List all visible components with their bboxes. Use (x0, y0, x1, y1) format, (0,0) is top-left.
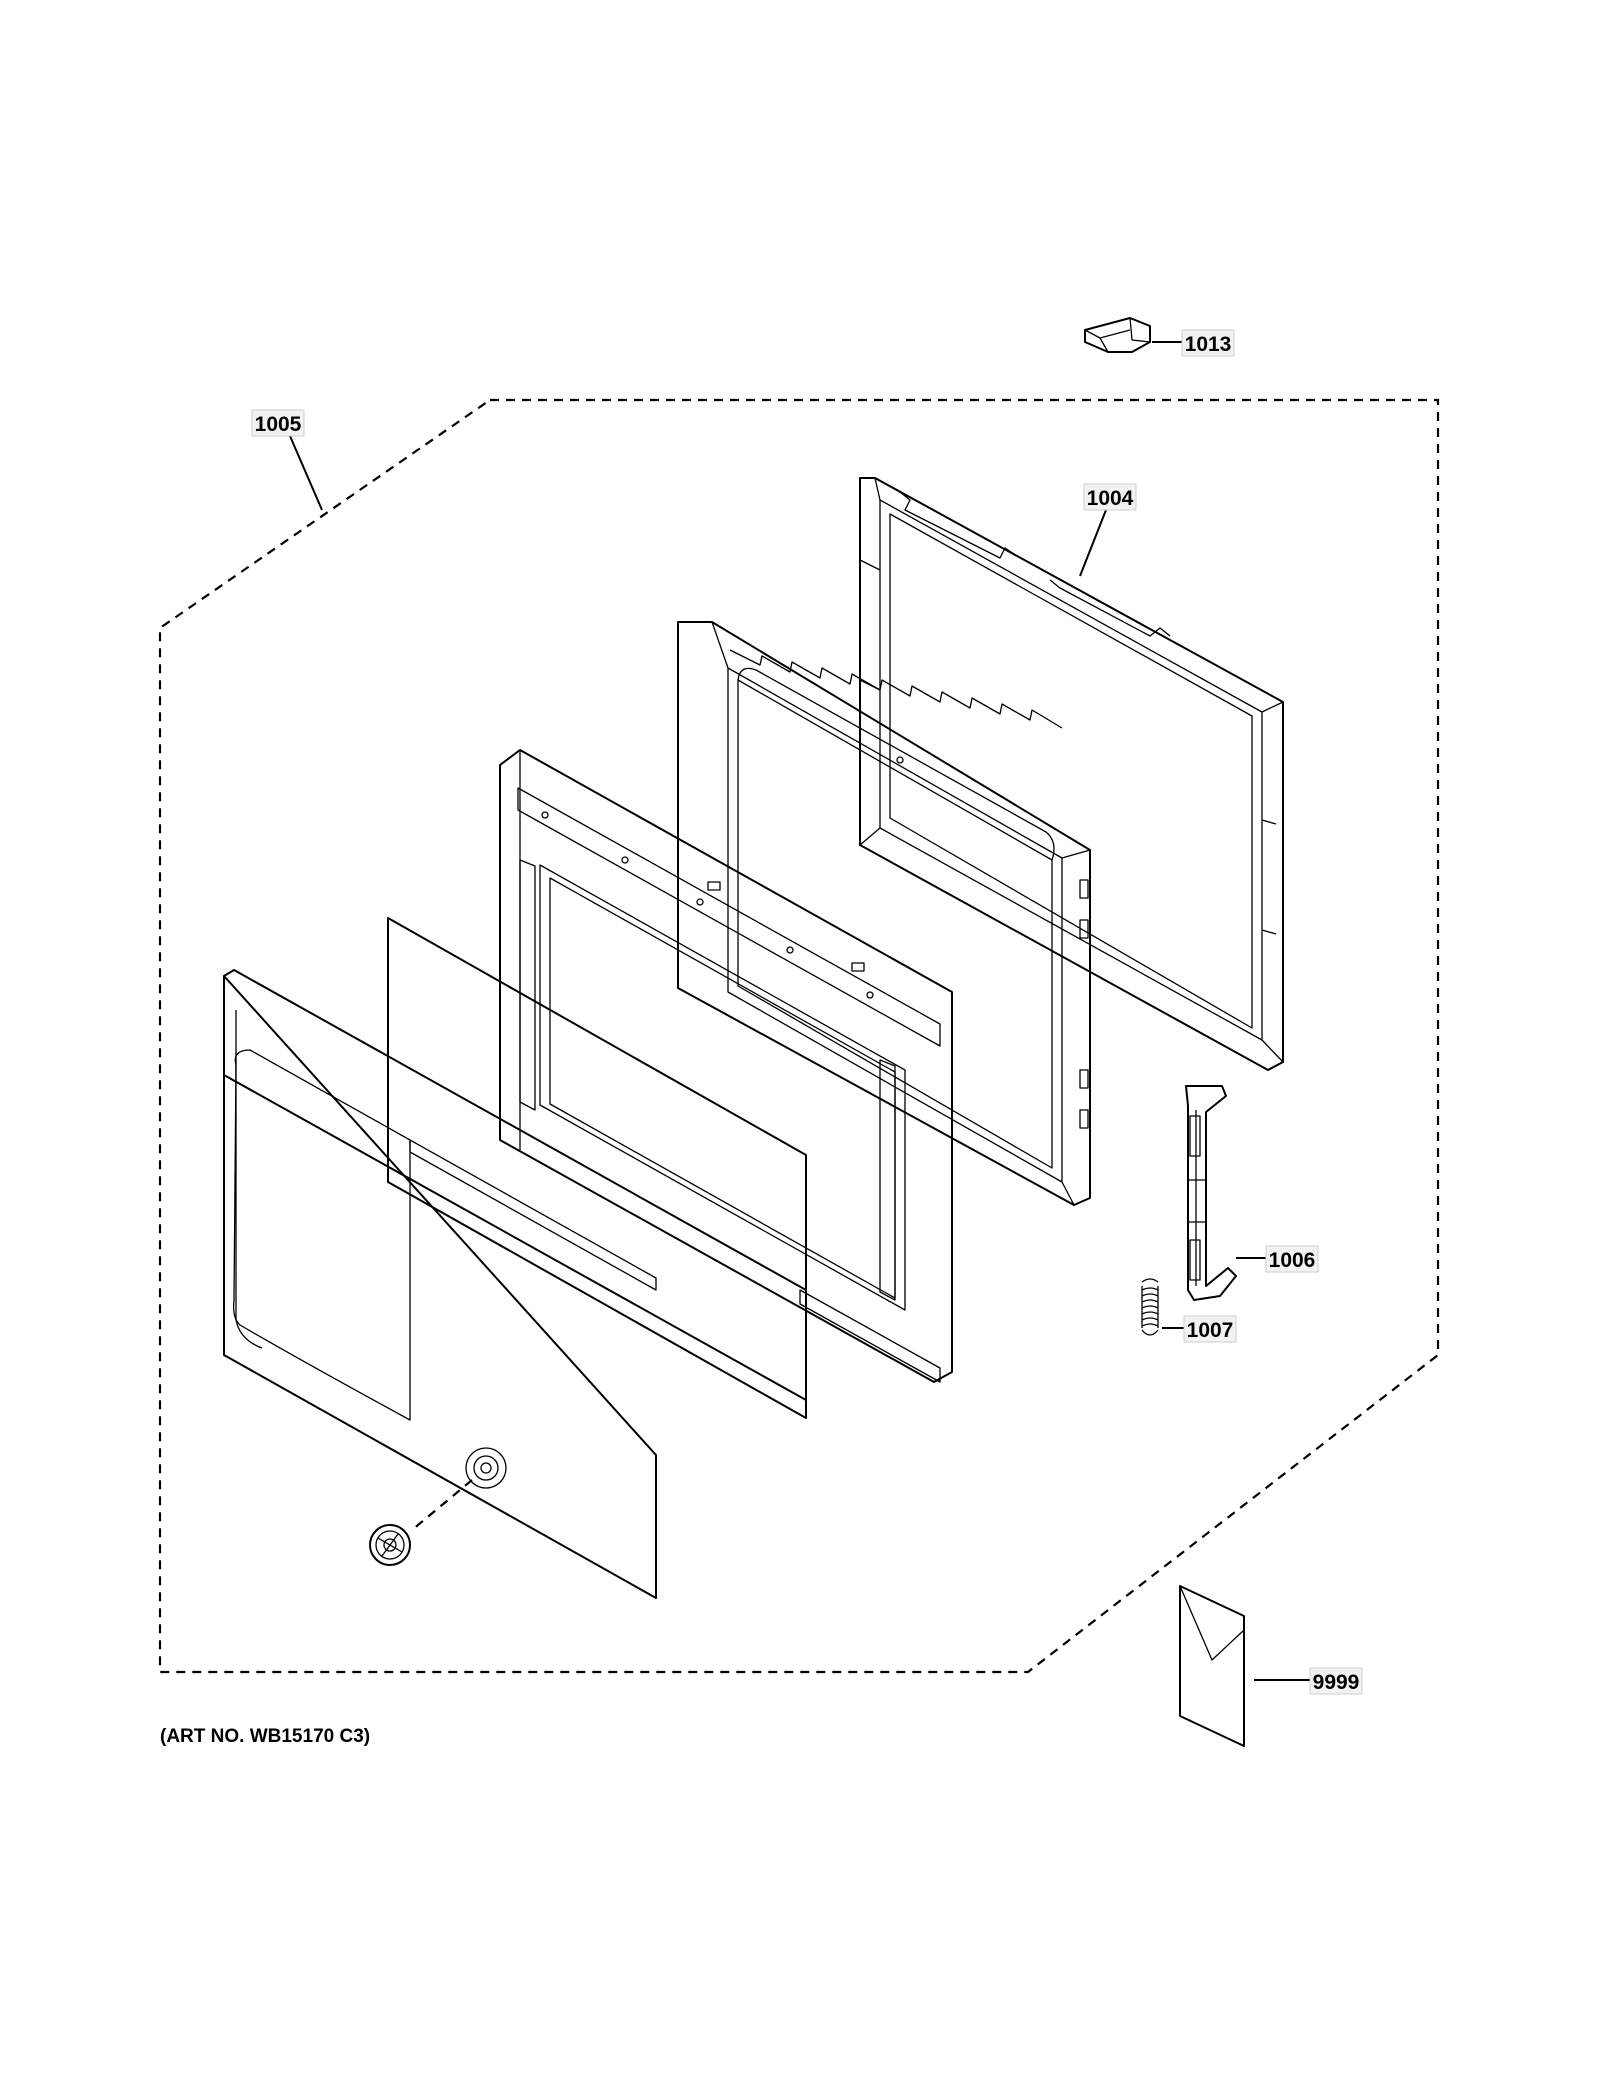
part-middle-frame (677, 621, 1091, 1206)
part-latch (1185, 1085, 1237, 1301)
art-number: (ART NO. WB15170 C3) (160, 1726, 370, 1747)
callout-1007-text: 1007 (1187, 1319, 1234, 1342)
part-spring (1141, 1278, 1159, 1336)
callout-1006-text: 1006 (1269, 1249, 1316, 1272)
callout-1005-text: 1005 (255, 413, 302, 436)
part-inner-panel (499, 749, 953, 1383)
part-latch-clip (1084, 317, 1151, 353)
part-knob (369, 1524, 411, 1566)
callout-1004-text: 1004 (1087, 487, 1134, 510)
callout-9999-text: 9999 (1313, 1671, 1360, 1694)
callout-1006: 1006 (1265, 1245, 1319, 1273)
assembly-boundary (158, 398, 1440, 1674)
leader-1005 (289, 435, 323, 511)
part-outer-door (223, 969, 807, 1599)
callout-1004: 1004 (1083, 483, 1137, 511)
callout-1013-text: 1013 (1185, 333, 1232, 356)
leader-1004 (1079, 509, 1107, 577)
callout-1007: 1007 (1183, 1315, 1237, 1343)
callout-9999: 9999 (1309, 1667, 1363, 1695)
part-choke-frame (859, 477, 1284, 1071)
callout-1005: 1005 (251, 409, 305, 437)
part-glass-panel (387, 917, 807, 1419)
callout-1013: 1013 (1181, 329, 1235, 357)
part-literature-envelope (1179, 1585, 1245, 1747)
